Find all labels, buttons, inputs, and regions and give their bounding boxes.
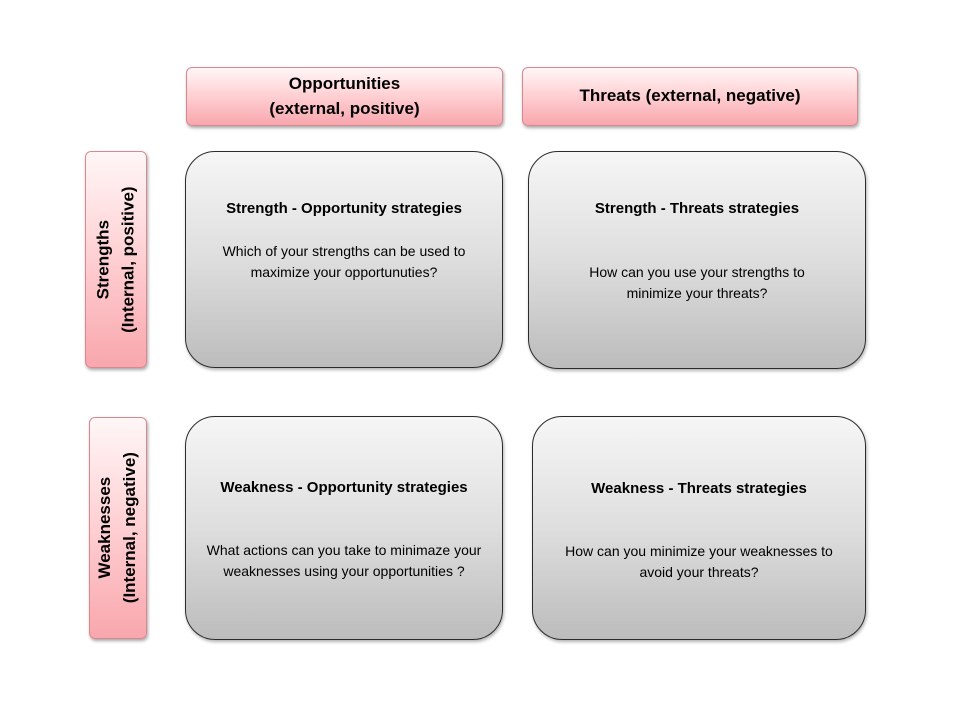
cell-strength-opportunity-text: Which of your strengths can be used to m… xyxy=(222,243,466,280)
header-weaknesses-subtitle: (Internal, negative) xyxy=(120,452,140,604)
header-threats: Threats (external, negative) xyxy=(522,67,858,126)
cell-weakness-threats-title: Weakness - Threats strategies xyxy=(591,480,807,497)
cell-weakness-opportunity-text: What actions can you take to minimaze yo… xyxy=(206,542,482,579)
cell-strength-threats-title: Strength - Threats strategies xyxy=(594,200,800,217)
cell-strength-threats-text: How can you use your strengths to minimi… xyxy=(589,264,805,301)
cell-weakness-threats-text: How can you minimize your weaknesses to … xyxy=(565,543,833,580)
cell-strength-opportunity: Strength - Opportunity strategies Which … xyxy=(185,151,503,368)
cell-strength-opportunity-title: Strength - Opportunity strategies xyxy=(226,200,462,217)
header-weaknesses: Weaknesses (Internal, negative) xyxy=(89,417,147,639)
cell-weakness-opportunity: Weakness - Opportunity strategies What a… xyxy=(185,416,503,640)
header-threats-title: Threats (external, negative) xyxy=(579,86,801,106)
header-strengths: Strengths (Internal, positive) xyxy=(85,151,147,368)
header-opportunities-subtitle: (external, positive) xyxy=(269,98,420,118)
header-strengths-title: Strengths xyxy=(93,219,113,300)
cell-weakness-threats: Weakness - Threats strategies How can yo… xyxy=(532,416,866,640)
header-strengths-subtitle: (Internal, positive) xyxy=(118,186,138,333)
cell-strength-threats: Strength - Threats strategies How can yo… xyxy=(528,151,866,369)
header-opportunities-title: Opportunities xyxy=(288,73,401,93)
cell-weakness-opportunity-title: Weakness - Opportunity strategies xyxy=(220,479,468,496)
header-weaknesses-title: Weaknesses xyxy=(95,477,115,579)
header-opportunities: Opportunities (external, positive) xyxy=(186,67,503,126)
